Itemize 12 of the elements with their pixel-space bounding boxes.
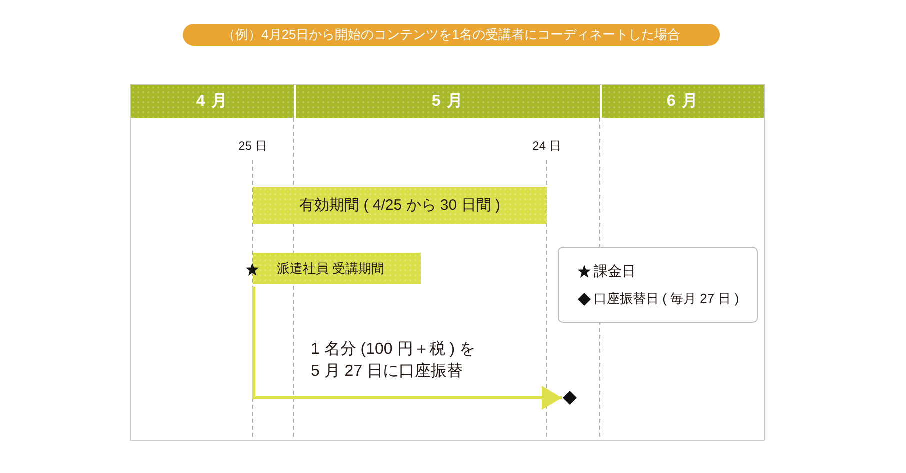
arrow bbox=[252, 287, 562, 410]
legend-label: 課金日 bbox=[594, 262, 636, 280]
month-header: 5 月 bbox=[294, 85, 600, 118]
diamond-marker bbox=[563, 391, 577, 405]
date-label: 25 日 bbox=[238, 138, 268, 155]
period-bar: 有効期間 ( 4/25 から 30 日間 ) bbox=[253, 187, 547, 224]
title-banner: （例）4月25日から開始のコンテンツを1名の受講者にコーディネートした場合 bbox=[183, 24, 720, 46]
month-header: 4 月 bbox=[131, 85, 294, 118]
month-header: 6 月 bbox=[600, 85, 764, 118]
period-bar: 派遣社員 受講期間 bbox=[253, 253, 421, 284]
legend-label: 口座振替日 ( 毎月 27 日 ) bbox=[594, 290, 740, 308]
date-label: 24 日 bbox=[532, 138, 562, 155]
